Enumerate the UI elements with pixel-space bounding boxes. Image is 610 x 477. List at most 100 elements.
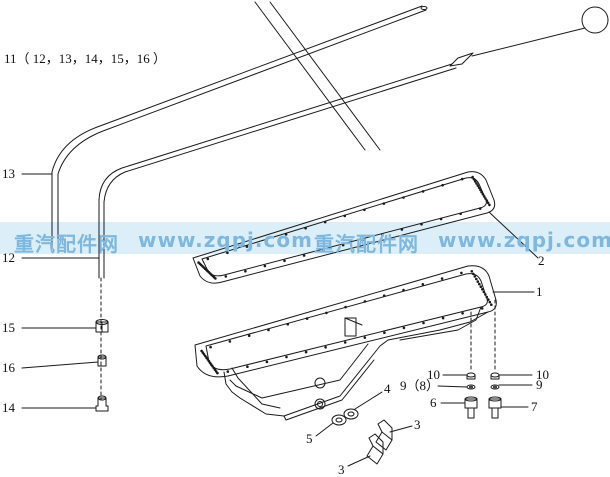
bolt-hole — [475, 277, 478, 281]
bolt-hole — [472, 177, 476, 181]
dipstick-rod — [98, 6, 609, 279]
washer-part-4 — [343, 408, 359, 420]
leader-lines — [21, 173, 539, 467]
bolt-hole — [209, 345, 212, 349]
bolt-hole — [263, 264, 267, 268]
callout-16: 16 — [2, 360, 15, 375]
bolt-hole — [490, 303, 493, 307]
bolt-hole — [325, 311, 328, 315]
bolt-hole — [422, 321, 425, 325]
drain-plug-part-3a — [375, 419, 393, 451]
bolt-hole — [381, 233, 384, 236]
bolt-hole — [459, 212, 462, 216]
bolt-hole — [244, 269, 247, 273]
bolt-hole — [343, 341, 347, 344]
bolt-hole — [441, 183, 444, 187]
watermark-right-url: www.zqpj.com — [438, 228, 610, 252]
bolt-hole — [439, 217, 443, 221]
washer-part-9-right — [490, 384, 500, 390]
callout-12: 12 — [2, 250, 15, 265]
bolt-hole — [226, 370, 230, 373]
bolt-hole — [323, 220, 327, 224]
bolt-hole — [400, 228, 404, 231]
bolt-hole — [441, 316, 445, 320]
bolt-hole — [482, 195, 486, 198]
bolt-hole — [471, 175, 474, 179]
bolt-hole — [481, 192, 485, 196]
bolt-hole — [485, 295, 489, 299]
nut-part-15 — [95, 319, 109, 333]
bolt-hole — [304, 350, 308, 354]
assembly-label: 11（ 12，13，14，15，16 ） — [4, 51, 167, 66]
bolt-hole — [206, 257, 210, 261]
bolt-hole — [460, 177, 464, 181]
bolt-hole — [421, 283, 425, 286]
bolt-hole — [200, 349, 203, 353]
bolt-hole — [480, 307, 484, 310]
bolt-hole — [484, 197, 487, 200]
bolt-hole — [478, 207, 482, 210]
dipstick-guide-tube — [51, 5, 428, 253]
bolt-hole — [382, 294, 386, 298]
bolt-hole — [486, 201, 490, 205]
bolt-hole — [488, 203, 491, 207]
bolt-hole — [305, 317, 309, 320]
bolt-hole — [485, 199, 489, 202]
bolt-hole — [228, 340, 232, 343]
bolt-hole — [484, 293, 487, 296]
flange-bolt-holes — [200, 270, 493, 375]
bolt-hole — [440, 277, 444, 280]
callout-3a: 3 — [414, 417, 421, 432]
bolt-hole — [488, 300, 492, 304]
callout-10-left: 10 — [427, 367, 440, 382]
callout-2: 2 — [538, 253, 545, 268]
bolt-hole — [226, 251, 229, 255]
bolt-hole — [284, 233, 288, 236]
bolt-hole — [324, 346, 327, 349]
bolt-part-6 — [464, 396, 478, 419]
bolt-hole — [224, 275, 228, 278]
bolt-hole — [267, 328, 270, 332]
bolt-hole — [246, 365, 249, 369]
bolt-hole — [265, 360, 269, 364]
callout-1: 1 — [536, 284, 543, 299]
washer-part-5 — [331, 414, 347, 426]
bolt-hole — [363, 300, 367, 303]
bolt-hole — [304, 226, 307, 230]
callout-10-right: 10 — [536, 367, 549, 382]
bolt-hole — [197, 261, 200, 264]
bolt-hole — [344, 305, 347, 309]
drain-plug-part-3b — [366, 433, 384, 465]
watermark-right-cn: 重汽配件网 — [314, 232, 419, 256]
bolt-hole — [286, 323, 290, 326]
bolt-hole — [382, 202, 386, 205]
bolt-hole — [265, 239, 268, 242]
bolt-hole — [363, 208, 366, 212]
bolt-hole — [473, 180, 477, 183]
washer-part-10-left — [466, 372, 476, 380]
bolt-hole — [473, 275, 477, 278]
bolt-hole — [460, 271, 463, 275]
bolt-hole — [479, 188, 482, 192]
bolt-hole — [477, 186, 481, 190]
background-diagonal-bar — [254, 1, 381, 151]
bolt-hole — [421, 190, 425, 193]
bolt-hole — [482, 290, 486, 294]
bolt-hole — [361, 238, 365, 242]
bolt-hole — [247, 334, 251, 338]
gasket-bolt-holes — [197, 175, 491, 280]
bolt-hole — [402, 196, 405, 199]
washer-part-10-right — [490, 372, 500, 380]
bolt-hole — [285, 355, 288, 359]
bolt-hole — [402, 326, 406, 330]
callout-9-8: 9（8） — [400, 378, 440, 393]
callout-3b: 3 — [338, 462, 345, 477]
bolt-hole — [470, 270, 474, 273]
bolt-hole — [402, 288, 405, 292]
watermark-left-cn: 重汽配件网 — [14, 232, 119, 256]
callout-7: 7 — [531, 399, 538, 414]
callout-13: 13 — [2, 166, 15, 181]
bolt-hole — [283, 259, 286, 263]
